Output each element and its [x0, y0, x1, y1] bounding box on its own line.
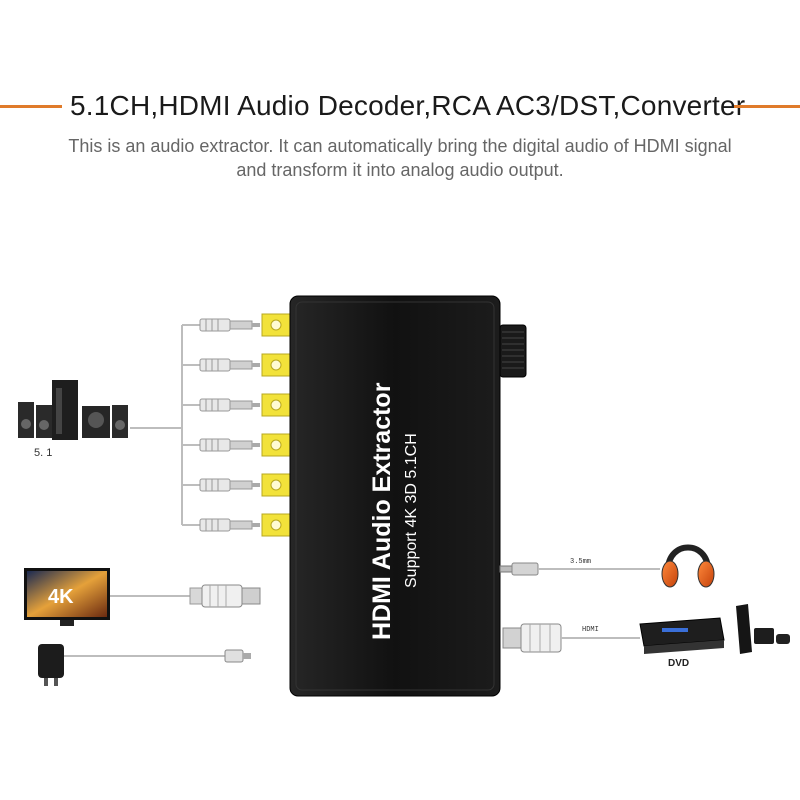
rca-plug: [199, 433, 291, 457]
title-rule-right: [734, 105, 800, 108]
device-name: HDMI Audio Extractor: [368, 382, 396, 640]
rca-plug: [199, 473, 291, 497]
tv-badge: 4K: [48, 586, 74, 608]
title-rule-left: [0, 105, 62, 108]
page-title: 5.1CH,HDMI Audio Decoder,RCA AC3/DST,Con…: [70, 90, 746, 121]
rca-plug: [199, 313, 291, 337]
headphones-icon: [661, 544, 715, 588]
power-adapter-icon: [38, 644, 251, 686]
rca-plug: [199, 393, 291, 417]
device-support: Support 4K 3D 5.1CH: [403, 433, 420, 588]
subtitle-line-1: This is an audio extractor. It can autom…: [68, 136, 732, 156]
jack-label: 3.5mm: [570, 558, 591, 566]
speaker-system: 5. 1: [18, 380, 128, 459]
game-console-icon: [736, 604, 790, 654]
tv-hdmi-cable: [110, 584, 261, 608]
rca-plug: [199, 513, 291, 537]
tv-icon: 4K: [24, 568, 110, 626]
rca-connectors: [199, 313, 291, 537]
hdmi-output-cable: HDMI: [502, 623, 640, 653]
extractor-device: HDMI Audio Extractor Support 4K 3D 5.1CH: [289, 295, 527, 697]
title-row: 5.1CH,HDMI Audio Decoder,RCA AC3/DST,Con…: [0, 86, 800, 126]
subtitle-line-2: and transform it into analog audio outpu…: [236, 160, 564, 180]
hdmi-label: HDMI: [582, 626, 599, 634]
speaker-sub: [52, 380, 78, 440]
speakers-label: 5. 1: [34, 447, 52, 459]
volume-knob-icon: [499, 324, 527, 378]
jack-cable: 3.5mm: [499, 558, 660, 576]
dvd-player-icon: DVD: [639, 617, 725, 669]
page-subtitle: This is an audio extractor. It can autom…: [0, 134, 800, 182]
rca-plug: [199, 353, 291, 377]
rca-cable-bundle: [130, 324, 200, 526]
dvd-label: DVD: [668, 658, 689, 669]
